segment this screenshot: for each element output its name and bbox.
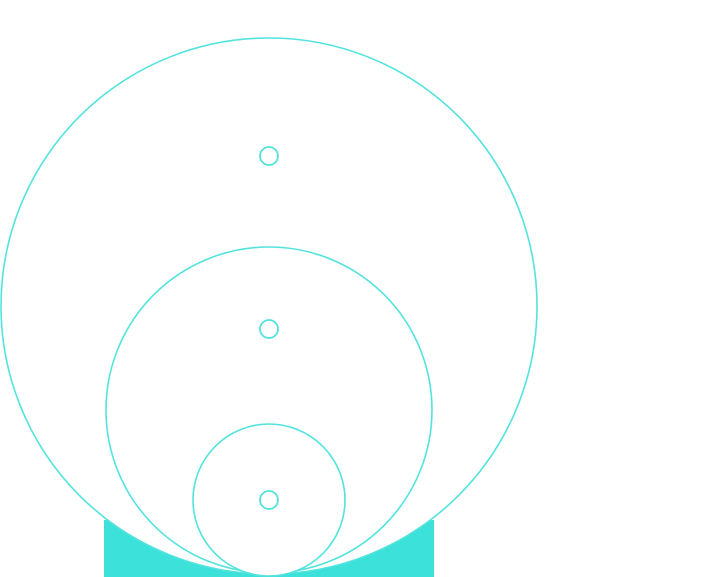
inner-circle-center-marker [259, 490, 279, 510]
outer-circle-center-marker [259, 146, 279, 166]
middle-circle-center-marker [259, 319, 279, 339]
